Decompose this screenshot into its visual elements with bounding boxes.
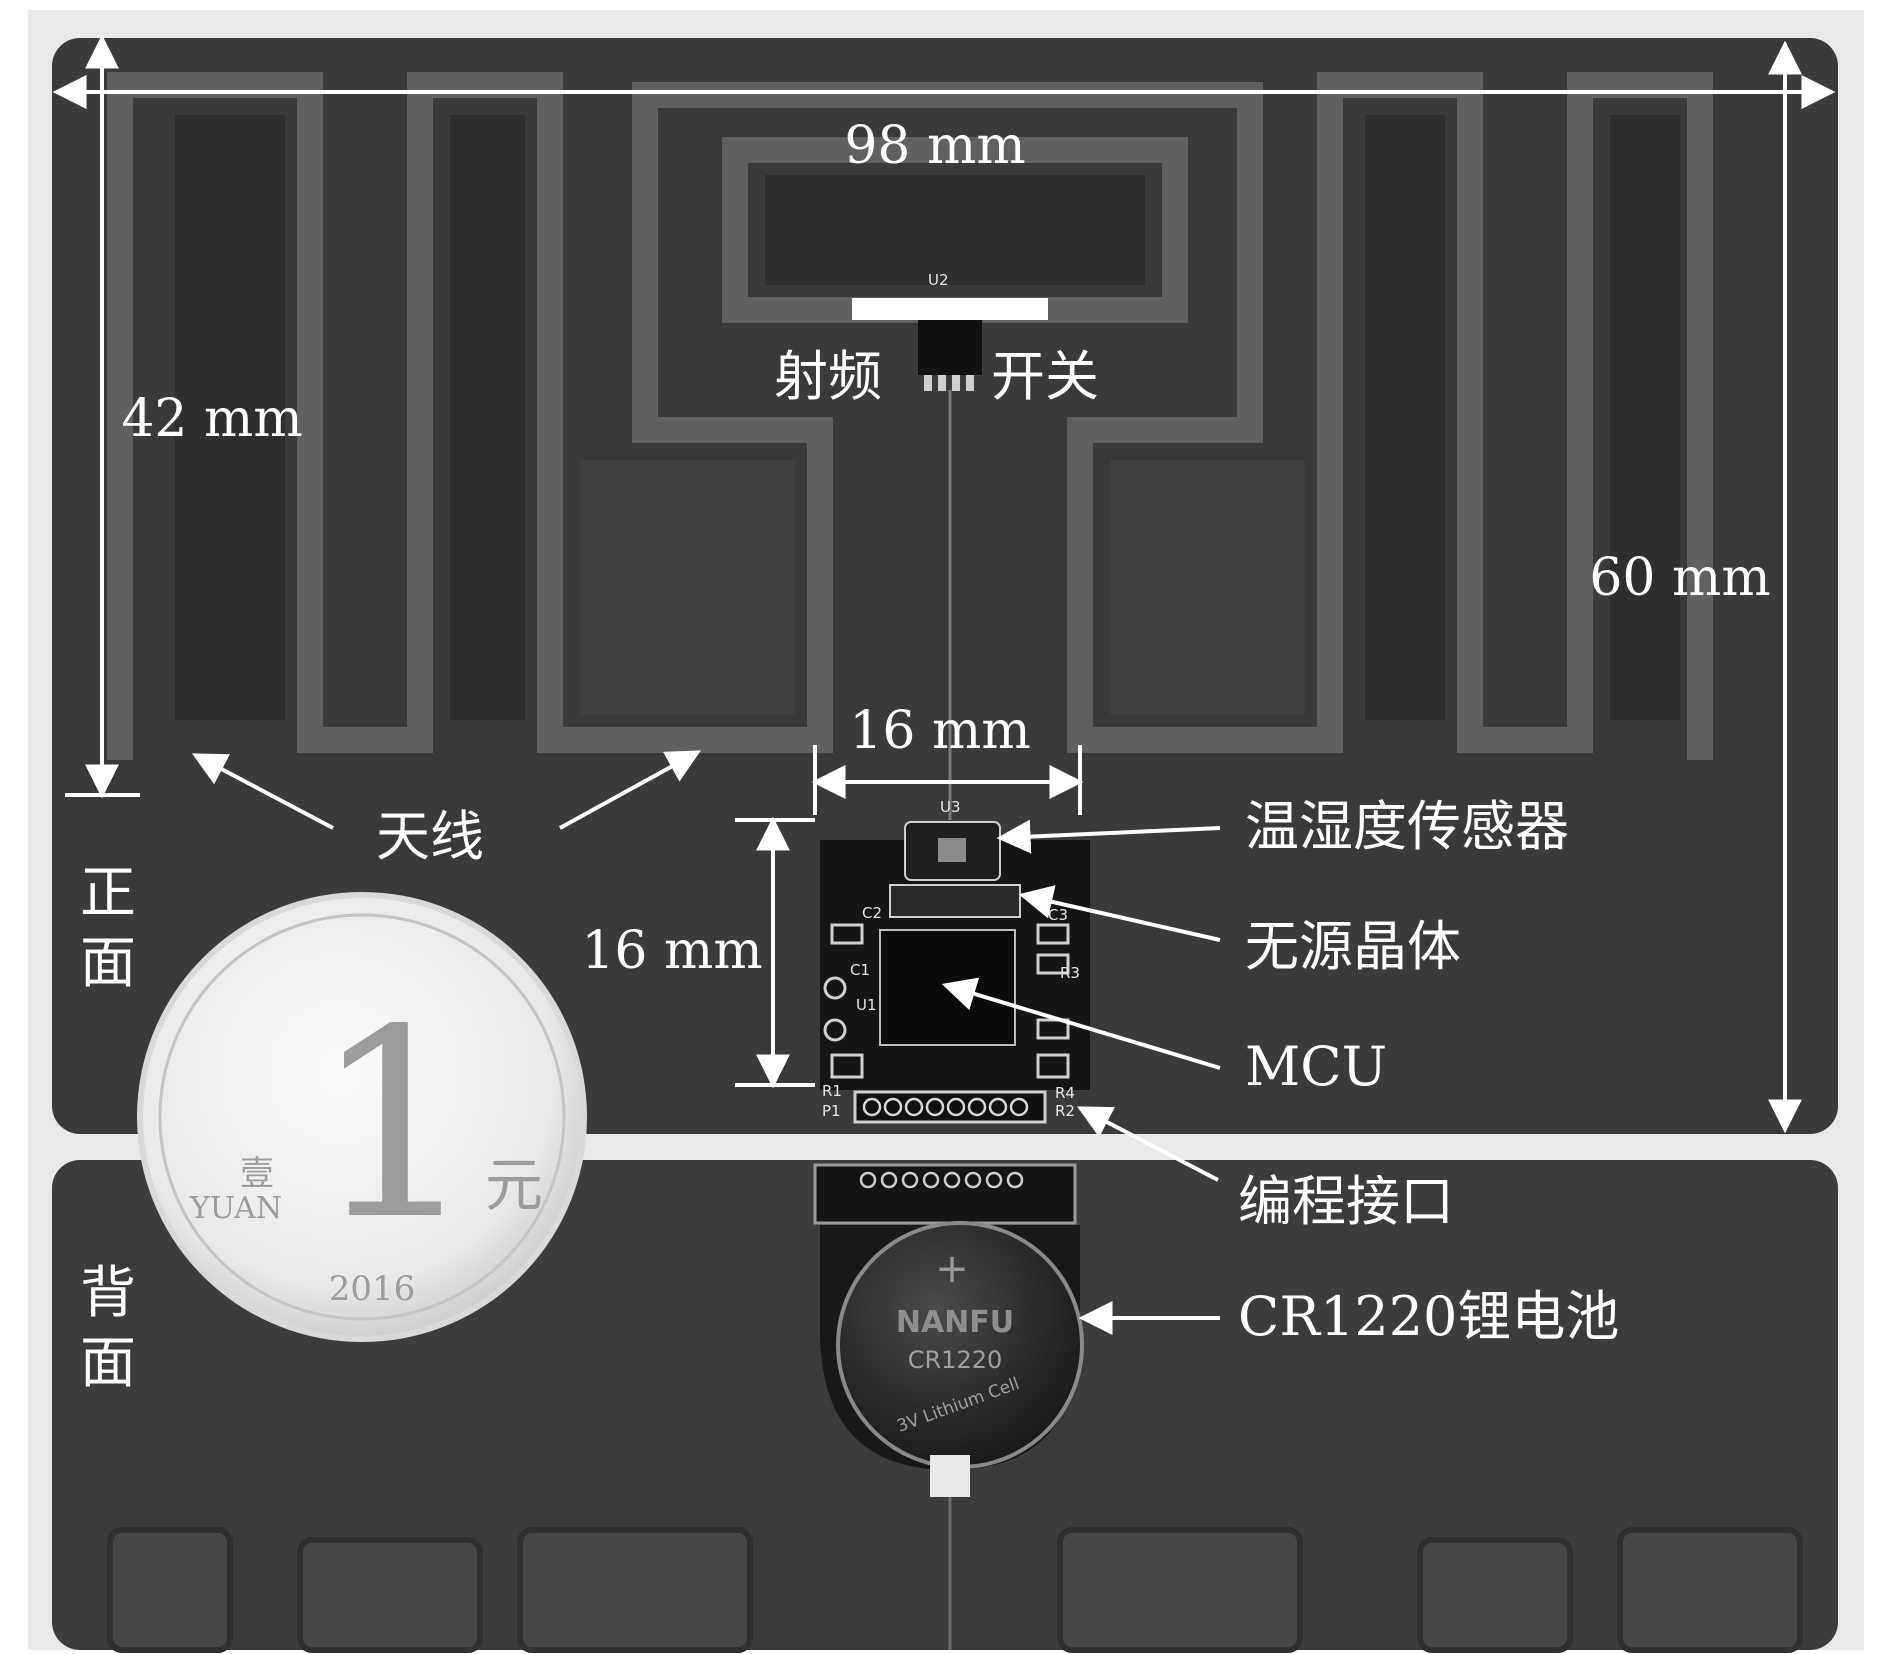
silk-p1: P1 (822, 1102, 841, 1120)
antenna-label: 天线 (376, 805, 484, 868)
dim-height-label: 60 mm (1589, 548, 1770, 608)
silk-u2: U2 (928, 271, 949, 289)
rf-switch-label-right: 开关 (991, 345, 1099, 408)
sensor-module: U3 U1 C1 C2 C3 R1 R2 R3 R4 P1 (820, 798, 1090, 1124)
dim-module-width-label: 16 mm (849, 701, 1030, 761)
front-side-label-2: 面 (80, 931, 136, 996)
front-board (52, 38, 1838, 1134)
battery-holder: + NANFU CR1220 3V Lithium Cell (813, 1163, 1084, 1497)
dimension-lines (52, 34, 1836, 1134)
coin-yi: 壹 (240, 1154, 274, 1194)
coin-value: 1 (312, 975, 477, 1277)
silk-c2: C2 (862, 904, 882, 922)
battery-polarity: + (935, 1246, 969, 1292)
silk-r2: R2 (1055, 1102, 1075, 1120)
crystal-label: 无源晶体 (1245, 915, 1461, 978)
coin-pinyin: YUAN (189, 1191, 282, 1226)
back-side-label-1: 背 (80, 1261, 136, 1326)
silk-c3: C3 (1048, 906, 1068, 924)
pointer-arrows (191, 750, 1221, 1335)
programming-port-label: 编程接口 (1238, 1170, 1454, 1233)
back-side-label-2: 面 (80, 1331, 136, 1396)
dim-module-height-label: 16 mm (581, 921, 762, 981)
silk-r4: R4 (1055, 1084, 1075, 1102)
coin-unit: 元 (485, 1151, 543, 1219)
silk-r1: R1 (822, 1082, 842, 1100)
silk-r3: R3 (1060, 964, 1080, 982)
battery-label: CR1220锂电池 (1238, 1285, 1619, 1348)
battery-model: CR1220 (908, 1346, 1003, 1374)
silk-u3: U3 (940, 798, 961, 816)
silk-c1: C1 (850, 961, 870, 979)
mcu-label: MCU (1245, 1035, 1387, 1098)
sensor-label: 温湿度传感器 (1245, 795, 1569, 858)
dim-width-label: 98 mm (844, 116, 1025, 176)
coin: 1 元 壹 YUAN 2016 (137, 892, 587, 1342)
battery-brand: NANFU (896, 1305, 1014, 1340)
dim-antenna-height-label: 42 mm (121, 389, 302, 449)
rf-switch-label-left: 射频 (774, 345, 882, 408)
rf-switch-chip: U2 (852, 271, 1048, 391)
silk-u1: U1 (856, 996, 877, 1014)
coin-year: 2016 (329, 1269, 416, 1309)
front-side-label-1: 正 (80, 861, 136, 926)
